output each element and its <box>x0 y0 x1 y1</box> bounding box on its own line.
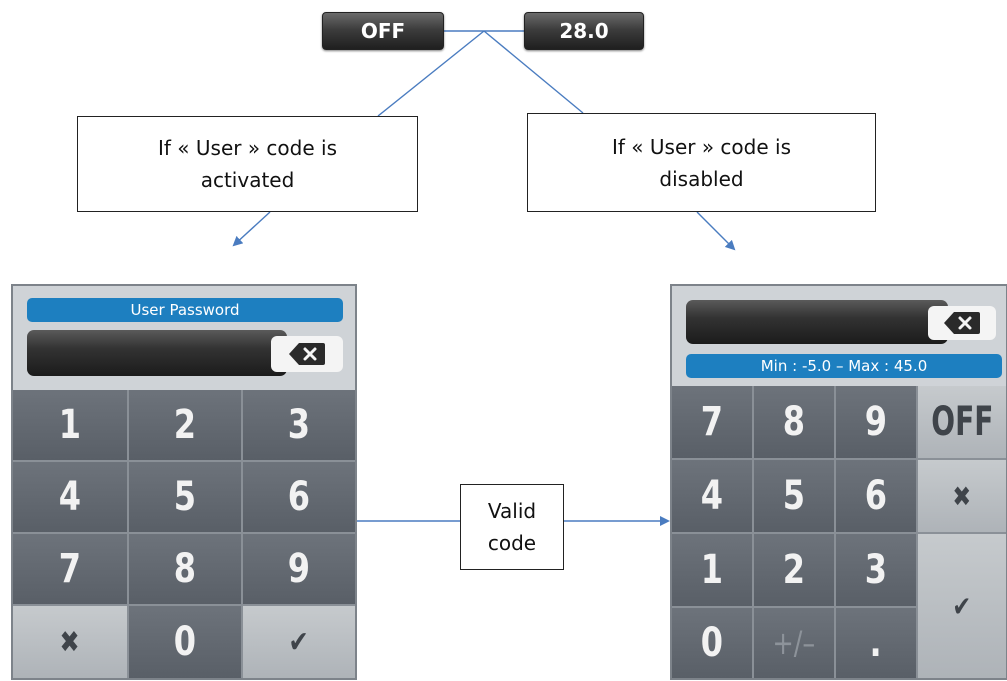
callout-code-activated: If « User » code is activated <box>77 116 418 212</box>
key-8[interactable]: 8 <box>754 386 834 458</box>
key-4[interactable]: 4 <box>672 460 752 532</box>
off-button-label: OFF <box>360 19 406 43</box>
key-8-label: 8 <box>782 399 806 445</box>
arrow-to-value-pad <box>696 211 736 251</box>
key-2-label: 2 <box>782 547 806 593</box>
key-1-label: 1 <box>58 402 82 448</box>
key-4[interactable]: 4 <box>13 462 127 532</box>
key-decimal[interactable]: . <box>836 608 916 678</box>
key-2-label: 2 <box>173 402 197 448</box>
password-keypad-panel: User Password 1 2 3 4 5 6 7 8 9 ✖ 0 ✔ <box>11 284 357 680</box>
callout-activated-line2: activated <box>200 168 295 192</box>
key-cancel-label: ✖ <box>952 479 972 513</box>
key-1[interactable]: 1 <box>13 390 127 460</box>
value-button-label: 28.0 <box>559 19 609 43</box>
key-1[interactable]: 1 <box>672 534 752 606</box>
key-2[interactable]: 2 <box>754 534 834 606</box>
key-8-label: 8 <box>173 546 197 592</box>
key-confirm-label: ✔ <box>288 624 310 660</box>
branch-line-right <box>483 30 584 114</box>
key-off[interactable]: OFF <box>918 386 1006 458</box>
password-backspace-button[interactable] <box>271 336 343 372</box>
key-4-label: 4 <box>700 473 724 519</box>
key-6[interactable]: 6 <box>836 460 916 532</box>
key-1-label: 1 <box>700 547 724 593</box>
key-9-label: 9 <box>864 399 888 445</box>
key-0-label: 0 <box>173 619 197 665</box>
key-4-label: 4 <box>58 474 82 520</box>
key-3[interactable]: 3 <box>836 534 916 606</box>
value-display <box>686 300 948 344</box>
key-5-label: 5 <box>173 474 197 520</box>
password-title-bar: User Password <box>27 298 343 322</box>
key-sign-label: +/– <box>772 624 816 662</box>
password-keys-grid: 1 2 3 4 5 6 7 8 9 ✖ 0 ✔ <box>13 390 355 678</box>
key-off-label: OFF <box>930 399 994 445</box>
key-cancel[interactable]: ✖ <box>13 606 127 678</box>
password-title: User Password <box>130 301 240 319</box>
key-5[interactable]: 5 <box>754 460 834 532</box>
key-cancel-label: ✖ <box>59 624 81 660</box>
callout-valid-line2: code <box>487 531 537 555</box>
key-5[interactable]: 5 <box>129 462 241 532</box>
key-7[interactable]: 7 <box>672 386 752 458</box>
callout-disabled-line1: If « User » code is <box>612 134 791 159</box>
key-6-label: 6 <box>287 474 311 520</box>
callout-code-disabled: If « User » code is disabled <box>527 113 876 212</box>
range-label: Min : -5.0 – Max : 45.0 <box>760 357 928 375</box>
key-6[interactable]: 6 <box>243 462 355 532</box>
callout-disabled-line2: disabled <box>659 166 744 191</box>
key-confirm[interactable]: ✔ <box>918 534 1006 678</box>
key-3[interactable]: 3 <box>243 390 355 460</box>
backspace-icon <box>944 312 980 334</box>
key-sign[interactable]: +/– <box>754 608 834 678</box>
key-7-label: 7 <box>700 399 724 445</box>
branch-line-left <box>377 30 485 117</box>
value-keypad-panel: Min : -5.0 – Max : 45.0 7 8 9 OFF 4 5 6 ✖ 1 2 3 ✔ 0 +… <box>670 284 1007 680</box>
key-6-label: 6 <box>864 473 888 519</box>
key-0[interactable]: 0 <box>129 606 241 678</box>
password-display <box>27 330 287 376</box>
arrow-to-password-pad <box>232 211 271 247</box>
key-2[interactable]: 2 <box>129 390 241 460</box>
value-backspace-button[interactable] <box>928 306 996 340</box>
value-button[interactable]: 28.0 <box>524 12 644 50</box>
key-0-label: 0 <box>700 620 724 666</box>
key-8[interactable]: 8 <box>129 534 241 604</box>
callout-valid-code: Valid code <box>460 484 564 570</box>
key-cancel[interactable]: ✖ <box>918 460 1006 532</box>
key-5-label: 5 <box>782 473 806 519</box>
key-7[interactable]: 7 <box>13 534 127 604</box>
off-button[interactable]: OFF <box>322 12 444 50</box>
key-9[interactable]: 9 <box>836 386 916 458</box>
range-bar: Min : -5.0 – Max : 45.0 <box>686 354 1002 378</box>
key-confirm-label: ✔ <box>952 589 972 623</box>
value-keys-grid: 7 8 9 OFF 4 5 6 ✖ 1 2 3 ✔ 0 +/–. <box>672 386 1006 678</box>
key-decimal-label: . <box>869 620 883 666</box>
key-9-label: 9 <box>287 546 311 592</box>
key-3-label: 3 <box>864 547 888 593</box>
key-9[interactable]: 9 <box>243 534 355 604</box>
key-7-label: 7 <box>58 546 82 592</box>
key-0[interactable]: 0 <box>672 608 752 678</box>
backspace-icon <box>289 343 325 365</box>
callout-activated-line1: If « User » code is <box>158 136 337 160</box>
key-confirm[interactable]: ✔ <box>243 606 355 678</box>
key-3-label: 3 <box>287 402 311 448</box>
callout-valid-line1: Valid <box>487 499 537 523</box>
